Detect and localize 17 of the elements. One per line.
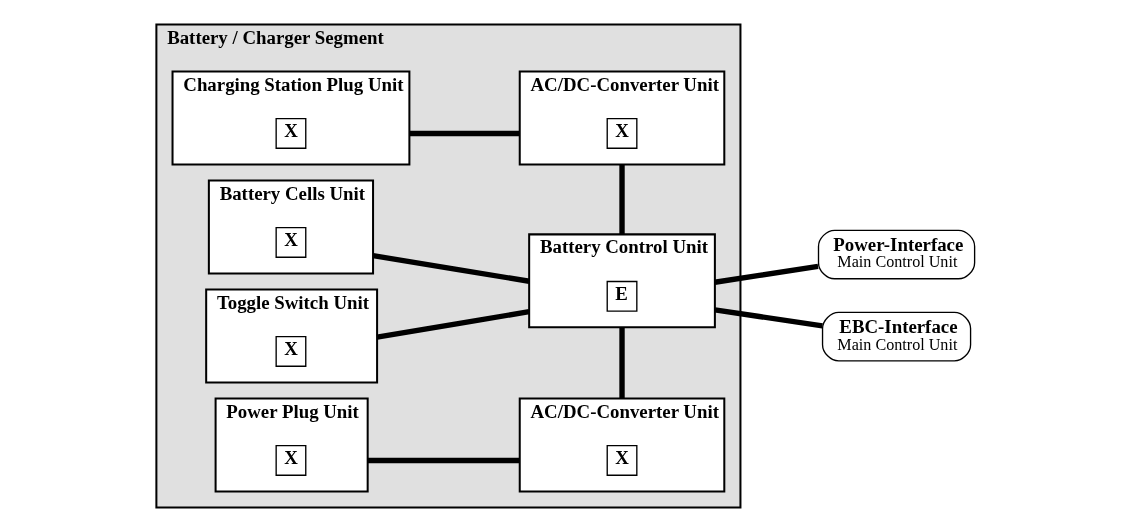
node-box: X [275,117,306,149]
node-box: E [606,280,637,312]
connector [367,457,520,464]
node-box: EBC-Interface Main Control Unit [821,311,971,362]
node-box: X [275,335,306,367]
connector [618,327,625,399]
node-box: Power-Interface Main Control Unit [817,229,975,280]
connector [713,263,818,285]
connector [618,164,625,235]
node-box: X [275,445,306,476]
connector [372,253,530,284]
connector [714,307,823,329]
connector [376,309,530,340]
node-box: X [275,226,306,258]
node-box: X [606,445,637,476]
node-box: X [606,117,637,149]
connector [408,130,520,137]
